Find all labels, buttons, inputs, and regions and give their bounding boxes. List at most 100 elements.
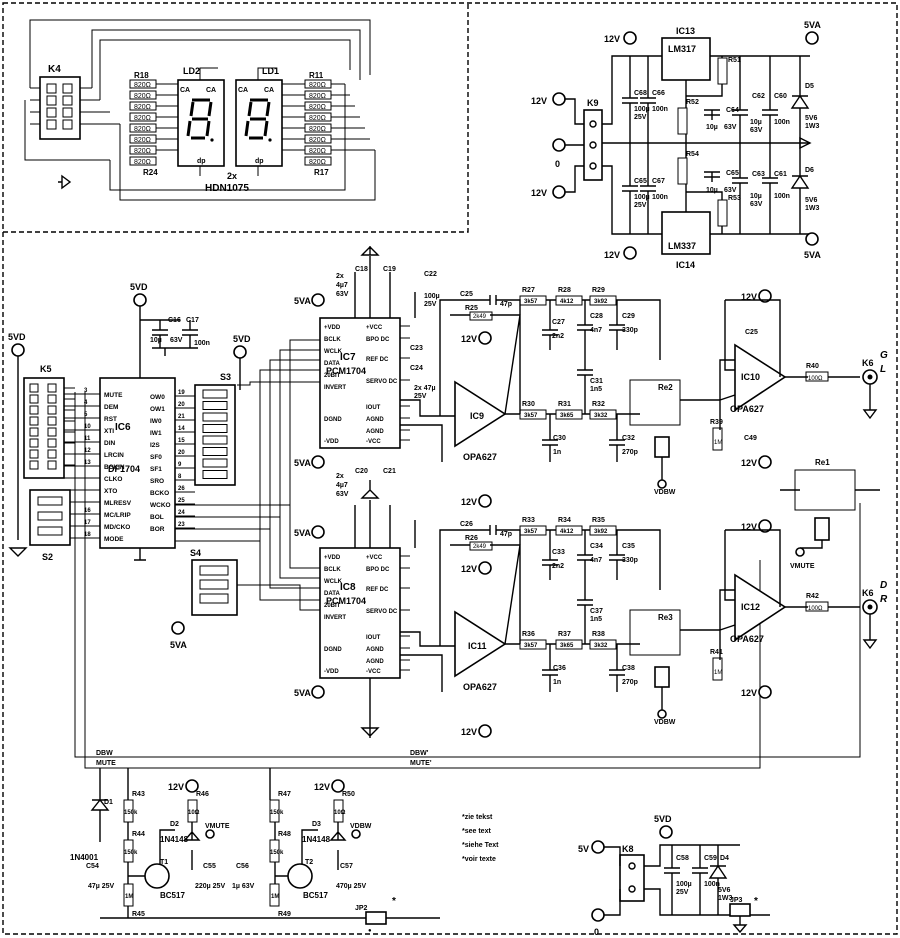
svg-text:C54: C54 <box>86 863 99 870</box>
svg-text:270p: 270p <box>622 679 638 686</box>
svg-text:K9: K9 <box>587 98 599 108</box>
svg-text:150k: 150k <box>124 850 138 856</box>
k5-pin <box>47 449 57 459</box>
svg-text:3k32: 3k32 <box>594 643 608 649</box>
svg-text:IC9: IC9 <box>470 411 484 421</box>
svg-text:5VD: 5VD <box>233 334 251 344</box>
svg-text:VDBW: VDBW <box>654 719 676 726</box>
s3-switch-pos <box>202 424 228 433</box>
svg-text:DF1704: DF1704 <box>108 464 140 474</box>
svg-text:5VD: 5VD <box>654 814 672 824</box>
svg-text:10µ: 10µ <box>750 119 762 126</box>
svg-text:Re1: Re1 <box>815 458 830 467</box>
pcm-pin-left: DATA <box>324 361 340 367</box>
svg-text:C29: C29 <box>622 313 635 320</box>
svg-text:1W3: 1W3 <box>805 123 820 130</box>
s4-switch <box>191 559 238 616</box>
ic6-pin-label: MODE <box>104 536 124 543</box>
svg-text:C25: C25 <box>460 291 473 298</box>
svg-text:C16: C16 <box>168 317 181 324</box>
pcm-pin-right: REF DC <box>366 357 389 363</box>
svg-text:CA: CA <box>264 87 274 94</box>
pcm-pin-right: AGND <box>366 429 384 435</box>
svg-text:L: L <box>880 364 886 375</box>
v12-neg-terminal <box>623 246 637 260</box>
svg-text:D4: D4 <box>720 855 729 862</box>
svg-text:63V: 63V <box>750 201 763 208</box>
svg-text:1N4148: 1N4148 <box>160 835 189 844</box>
svg-text:JP3: JP3 <box>730 897 743 904</box>
svg-text:820Ω: 820Ω <box>134 126 151 133</box>
ic6-pin-number: 19 <box>178 390 185 396</box>
svg-text:1µ 63V: 1µ 63V <box>232 883 255 890</box>
k5-pin <box>29 438 39 448</box>
svg-text:*zie tekst: *zie tekst <box>462 814 493 821</box>
svg-text:C60: C60 <box>774 93 787 100</box>
svg-text:0: 0 <box>555 159 560 169</box>
svg-text:C25: C25 <box>745 329 758 336</box>
svg-text:12V: 12V <box>741 292 757 302</box>
s3-switch-pos <box>202 458 228 468</box>
svg-text:1M: 1M <box>271 894 279 900</box>
svg-text:C65: C65 <box>634 178 647 185</box>
svg-text:10Ω: 10Ω <box>334 810 346 816</box>
svg-text:R24: R24 <box>143 168 158 177</box>
s3-switch-pos <box>202 470 228 479</box>
svg-text:R30: R30 <box>522 401 535 408</box>
svg-text:*: * <box>392 896 396 907</box>
pcm-pin-left: +VDD <box>324 555 341 561</box>
ic7-pcm1704 <box>319 317 401 449</box>
svg-text:470µ 25V: 470µ 25V <box>336 883 366 890</box>
svg-text:C68: C68 <box>634 90 647 97</box>
svg-text:DBW': DBW' <box>410 750 429 757</box>
svg-text:IC7: IC7 <box>340 352 356 363</box>
svg-text:220µ 25V: 220µ 25V <box>195 883 225 890</box>
svg-text:R54: R54 <box>686 151 699 158</box>
svg-text:C63: C63 <box>752 171 765 178</box>
ic7-section: IC7 PCM1704 +VDDBCLKWCLKDATA20BITINVERTD… <box>294 246 455 469</box>
svg-text:CA: CA <box>238 87 248 94</box>
svg-text:IC12: IC12 <box>741 602 760 612</box>
svg-text:5VA: 5VA <box>804 250 821 260</box>
filter-left: IC9 OPA627 C25 47p R25 2k49 12V 12V R273… <box>439 287 888 508</box>
svg-text:100n: 100n <box>652 106 668 113</box>
svg-text:D2: D2 <box>170 821 179 828</box>
pcm-pin-right: SERVO DC <box>366 609 398 615</box>
svg-text:C55: C55 <box>203 863 216 870</box>
relay-re3 <box>629 609 681 656</box>
jp3-jumper <box>729 903 751 917</box>
ic6-pin-number: 23 <box>178 522 185 528</box>
svg-text:R48: R48 <box>278 831 291 838</box>
svg-text:D3: D3 <box>312 821 321 828</box>
svg-text:C67: C67 <box>652 178 665 185</box>
svg-text:C64: C64 <box>726 107 739 114</box>
ic6-pin-number: 15 <box>178 438 185 444</box>
svg-text:3k65: 3k65 <box>560 413 574 419</box>
svg-text:820Ω: 820Ω <box>309 104 326 111</box>
svg-text:12V: 12V <box>461 727 477 737</box>
svg-text:100Ω: 100Ω <box>808 376 823 382</box>
svg-text:3k32: 3k32 <box>594 413 608 419</box>
svg-text:C27: C27 <box>552 319 565 326</box>
pcm-pin-left: WCLK <box>324 349 343 355</box>
svg-text:K6: K6 <box>862 588 874 598</box>
pcm-pin-left: +VDD <box>324 325 341 331</box>
svg-text:330p: 330p <box>622 557 638 564</box>
svg-text:BC517: BC517 <box>160 891 185 900</box>
ic6-pin-number: 8 <box>178 474 182 480</box>
svg-text:C19: C19 <box>383 266 396 273</box>
ic6-pin-number: 21 <box>178 414 185 420</box>
pcm-pin-right: AGND <box>366 647 384 653</box>
pcm-pin-left: DGND <box>324 417 342 423</box>
svg-text:S2: S2 <box>42 552 53 562</box>
svg-text:100Ω: 100Ω <box>808 606 823 612</box>
svg-text:2x 47µ: 2x 47µ <box>414 385 436 392</box>
svg-text:LM317: LM317 <box>668 44 696 54</box>
k5-pin <box>47 460 57 470</box>
svg-text:10µ: 10µ <box>150 337 162 344</box>
k4-label: K4 <box>48 64 61 75</box>
svg-text:10µ: 10µ <box>706 187 718 194</box>
svg-text:R32: R32 <box>592 401 605 408</box>
ic6-pin-number: 25 <box>178 498 185 504</box>
